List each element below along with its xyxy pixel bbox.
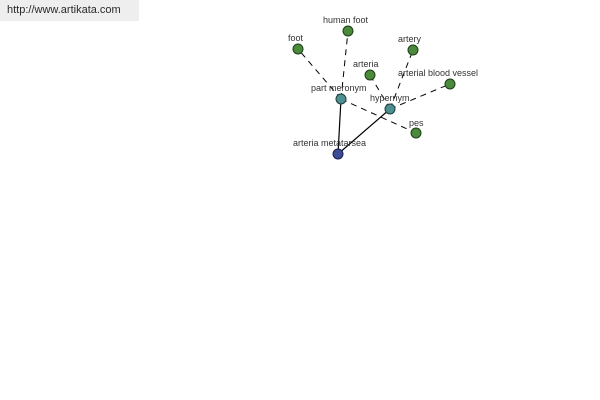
source-url-link[interactable]: http://www.artikata.com [0, 0, 139, 21]
label-foot: foot [288, 33, 304, 43]
node-pes[interactable] [410, 127, 422, 139]
label-arteria: arteria [353, 59, 379, 69]
node-arterial-blood-vessel[interactable] [444, 78, 456, 90]
node-human-foot[interactable] [342, 25, 354, 37]
label-arteria-metatarsea: arteria metatarsea [293, 138, 366, 148]
label-part-meronym: part meronym [311, 83, 367, 93]
node-artery[interactable] [407, 44, 419, 56]
label-pes: pes [409, 118, 424, 128]
node-part-meronym[interactable] [335, 93, 347, 105]
edge-root-to-hypernym [337, 108, 391, 155]
label-hypernym: hypernym [370, 93, 410, 103]
node-arteria-metatarsea[interactable] [332, 148, 344, 160]
edge-part-meronym-to-human-foot [340, 30, 349, 100]
label-human-foot: human foot [323, 15, 369, 25]
node-hypernym[interactable] [384, 103, 396, 115]
label-arterial-blood-vessel: arterial blood vessel [398, 68, 478, 78]
node-foot[interactable] [292, 43, 304, 55]
edge-hypernym-to-arteria [369, 74, 391, 110]
edge-root-to-part-meronym [337, 98, 342, 155]
label-artery: artery [398, 34, 422, 44]
edge-part-meronym-to-pes [340, 98, 417, 134]
node-arteria[interactable] [364, 69, 376, 81]
